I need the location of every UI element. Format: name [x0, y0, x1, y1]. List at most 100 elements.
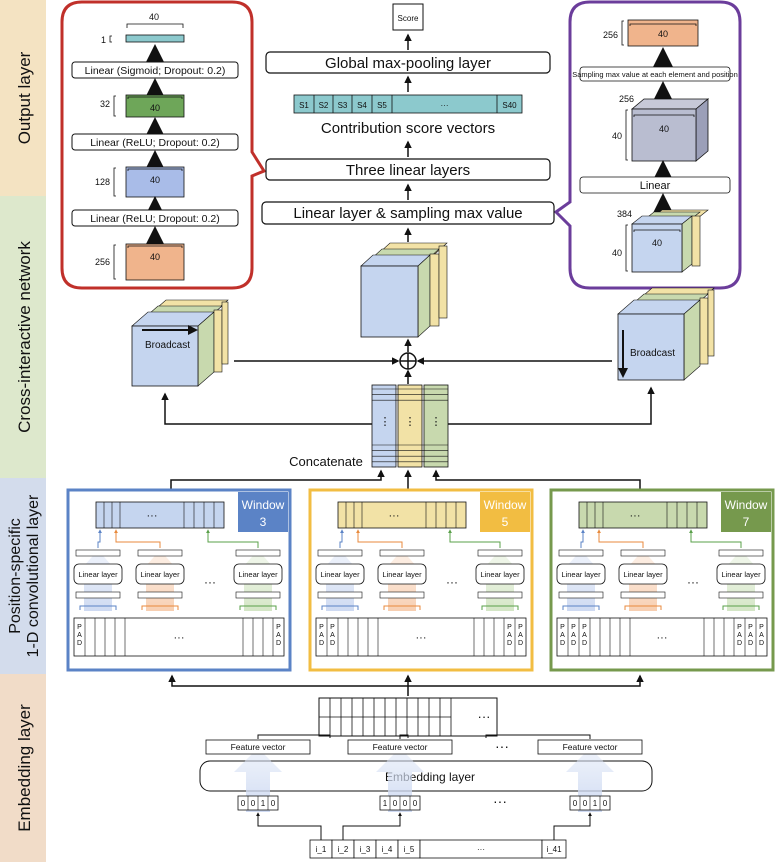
feature-vector-label: Feature vector	[563, 742, 618, 752]
window-output-dots: ···	[147, 510, 158, 522]
linear-output-bar	[718, 549, 764, 557]
linear-layer-box	[377, 563, 427, 585]
side-band-output: Output layer	[0, 0, 46, 196]
linear-output-bar	[558, 549, 604, 557]
window-output-row	[578, 501, 708, 529]
score-cell-label: S5	[377, 101, 387, 110]
window-input-row	[556, 617, 768, 657]
onehot-bit: 1	[261, 799, 266, 808]
side-label-output: Output layer	[15, 51, 34, 144]
output-connector	[356, 529, 403, 548]
linear-input-bar	[477, 591, 523, 599]
linear-layer-label: Linear layer	[623, 570, 663, 579]
window-label: Window	[725, 498, 768, 512]
embedding-dots: ···	[478, 709, 491, 724]
side-band-conv: Position-specific 1-D convolutional laye…	[0, 478, 46, 674]
dim-label: 40	[150, 103, 160, 113]
side-label-conv-2: 1-D convolutional layer	[25, 494, 42, 657]
output-connector	[114, 529, 161, 548]
dim-label: 40	[612, 131, 622, 141]
linear-layer-label: Linear layer	[721, 570, 761, 579]
side-label-cross: Cross-interactive network	[15, 241, 34, 433]
output-connector	[448, 529, 501, 548]
input-bracket	[141, 605, 179, 610]
feature-vector-label: Feature vector	[373, 742, 428, 752]
output-connector	[206, 529, 259, 548]
input-bracket	[481, 605, 519, 610]
score-cell-label: S2	[319, 101, 329, 110]
linear-sampling-box	[261, 201, 555, 225]
input-token-label: i_2	[338, 845, 349, 854]
linear-sigmoid-label: Linear (Sigmoid; Dropout: 0.2)	[85, 65, 226, 77]
linear-input-bar	[718, 591, 764, 599]
input-token-label: i_41	[546, 845, 562, 854]
linear-output-bar	[75, 549, 121, 557]
onehot-bit: 1	[593, 799, 598, 808]
linear-layer-box	[475, 563, 525, 585]
linear-input-bar	[317, 591, 363, 599]
window-size: 7	[743, 515, 750, 529]
feature-vector-label: Feature vector	[231, 742, 286, 752]
input-bracket	[383, 605, 421, 610]
linear-input-bar	[558, 591, 604, 599]
linear-layer-label: Linear layer	[238, 570, 278, 579]
input-token-label: ···	[477, 845, 485, 854]
feature-vector-box	[347, 739, 453, 755]
window-output-row	[337, 501, 467, 529]
dim-label: 40	[150, 252, 160, 262]
feature-dots: ···	[495, 738, 509, 754]
onehot-bit: 0	[271, 799, 276, 808]
output-connector	[339, 529, 344, 548]
onehot-bit: 0	[413, 799, 418, 808]
dim-label: 256	[619, 94, 634, 104]
score-cell-label: S1	[299, 101, 309, 110]
broadcast-cube-right: Broadcast	[617, 287, 715, 381]
output-connector	[97, 529, 102, 548]
linear-output-bar	[317, 549, 363, 557]
broadcast-label-right: Broadcast	[630, 348, 675, 359]
right-detail-panel: 40 256 Sampling max value at each elemen…	[553, 0, 742, 290]
score-cell-label: ···	[441, 101, 449, 110]
window-output-dots: ···	[630, 510, 641, 522]
linear-input-bar	[137, 591, 183, 599]
input-token-label: i_4	[382, 845, 393, 854]
score-cell-label: S3	[338, 101, 348, 110]
concatenated-block: ⋮ ⋮ ⋮	[371, 384, 449, 468]
left-detail-panel: 40 1 Linear (Sigmoid; Dropout: 0.2) 40 3…	[60, 0, 267, 290]
onehot-bit: 0	[403, 799, 408, 808]
dim-label: 128	[95, 177, 110, 187]
dim-label: 32	[100, 99, 110, 109]
window-output-dots: ···	[389, 510, 400, 522]
input-row-dots: ···	[174, 632, 185, 644]
dim-label: 40	[612, 248, 622, 258]
linear-layer-box	[315, 563, 365, 585]
linear-layer-box	[73, 563, 123, 585]
input-token-label: i_3	[360, 845, 371, 854]
dim-label: 40	[658, 29, 668, 39]
window-linear-dots: ···	[204, 575, 216, 589]
hidden-128x40	[125, 166, 185, 198]
linear-output-bar	[137, 549, 183, 557]
output-connector	[689, 529, 742, 548]
input-token-label: i_1	[316, 845, 327, 854]
window-label: Window	[484, 498, 527, 512]
output-connector	[597, 529, 644, 548]
linear-layer-label: Linear layer	[78, 570, 118, 579]
input-bracket	[79, 605, 117, 610]
linear-output-bar	[477, 549, 523, 557]
window-input-row	[315, 617, 527, 657]
broadcast-cube-left: Broadcast	[131, 299, 229, 387]
onehot-dots: ···	[493, 793, 507, 809]
side-band-embedding: Embedding layer	[0, 674, 46, 862]
sampling-label: Sampling max value at each element and p…	[572, 70, 738, 79]
dim-label: 40	[659, 124, 669, 134]
